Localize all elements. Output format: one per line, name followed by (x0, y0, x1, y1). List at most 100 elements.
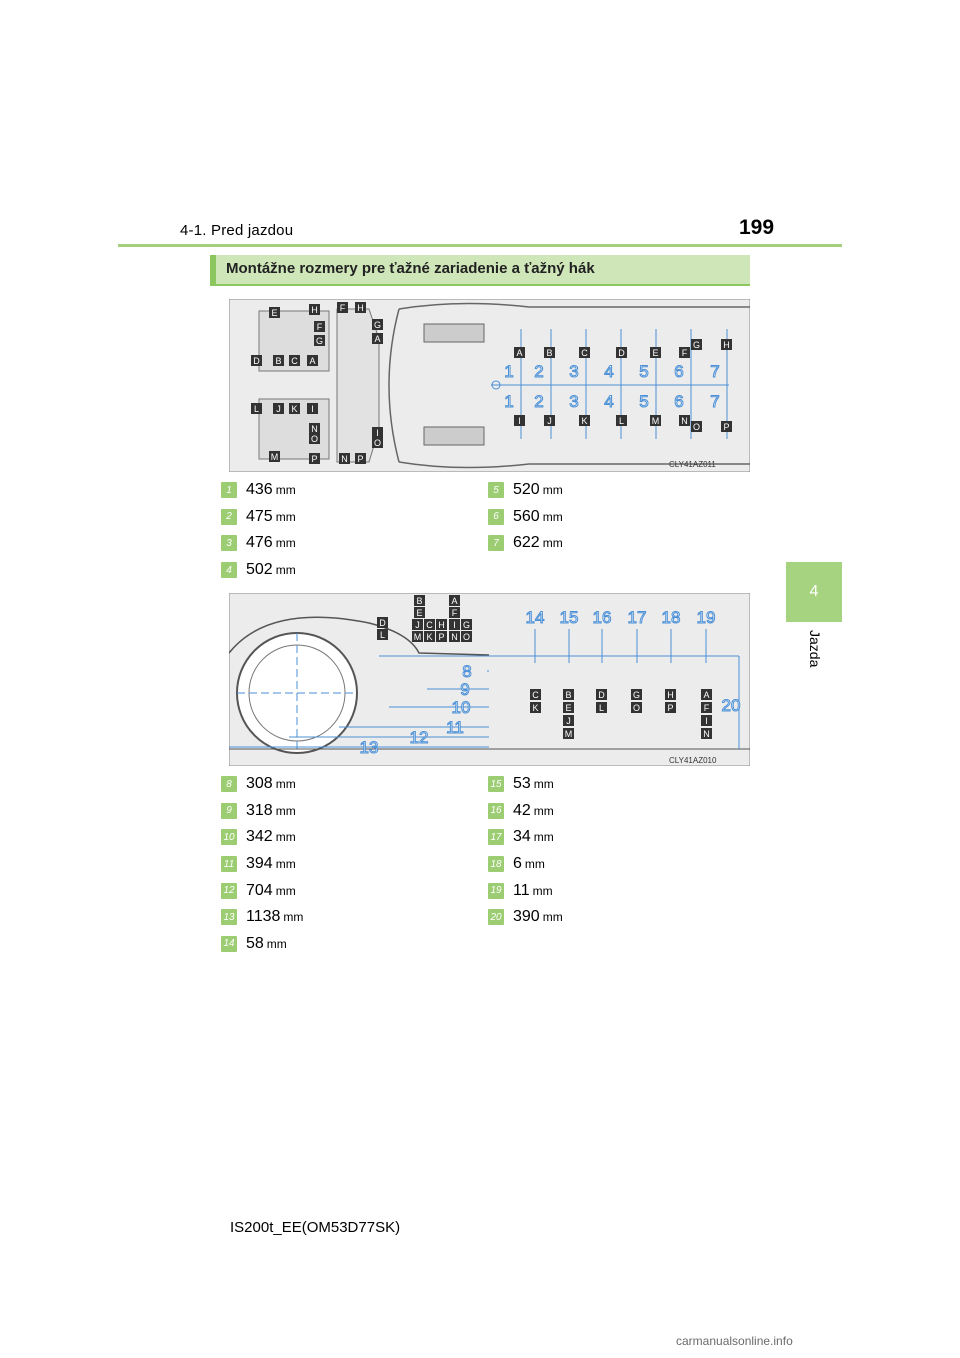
svg-text:L: L (380, 630, 385, 640)
dimension-number-bottom: 4 (604, 392, 614, 412)
spec-number-badge: 4 (221, 562, 237, 579)
column-letter: D (596, 689, 607, 700)
svg-text:M: M (271, 452, 279, 462)
side-number: 16 (592, 608, 612, 628)
spec-number-badge: 13 (221, 909, 237, 926)
spec-value: 394 (246, 855, 273, 873)
column-letter: P (665, 702, 676, 713)
spec-unit: mm (275, 509, 296, 524)
svg-text:I: I (453, 620, 456, 630)
svg-text:16: 16 (593, 608, 612, 627)
stack-letter: K (424, 631, 435, 642)
stack-letter: D (377, 617, 388, 628)
spec-value: 502 (246, 561, 273, 579)
svg-text:M: M (414, 632, 422, 642)
svg-text:6: 6 (674, 392, 683, 411)
svg-text:8: 8 (462, 662, 471, 681)
footer-code: IS200t_EE(OM53D77SK) (230, 1219, 401, 1236)
svg-text:O: O (374, 438, 381, 448)
letter-top: C (579, 347, 590, 358)
letter-top: B (544, 347, 555, 358)
svg-text:J: J (566, 716, 571, 726)
svg-text:G: G (693, 340, 700, 350)
spec-unit: mm (275, 830, 296, 845)
letter-bottom: I (514, 415, 525, 426)
svg-text:11: 11 (446, 718, 464, 737)
spec-unit: mm (275, 857, 296, 872)
svg-text:N: N (703, 729, 710, 739)
column-letter: B (563, 689, 574, 700)
page-number: 199 (739, 216, 775, 239)
letter-left-view: N (309, 423, 320, 434)
spec-value: 476 (246, 534, 273, 552)
letter-bottom: O (691, 421, 702, 432)
letter-left-view: J (273, 403, 284, 414)
svg-text:3: 3 (569, 392, 578, 411)
svg-text:E: E (416, 608, 422, 618)
letter-mid-view: O (372, 437, 383, 448)
dimension-number-top: 4 (604, 362, 614, 382)
svg-text:1: 1 (504, 362, 513, 381)
spec-unit: mm (275, 803, 296, 818)
svg-text:17: 17 (628, 608, 647, 627)
watermark: carmanualsonline.info (676, 1334, 793, 1348)
stack-letter: A (449, 595, 460, 606)
spec-number-badge: 7 (488, 535, 504, 552)
svg-text:D: D (618, 348, 625, 358)
svg-text:A: A (309, 356, 315, 366)
chapter-label: Jazda (807, 630, 823, 668)
svg-text:J: J (276, 404, 281, 414)
letter-left-view: L (251, 403, 262, 414)
column-letter: A (701, 689, 712, 700)
svg-text:D: D (379, 618, 386, 628)
svg-text:B: B (546, 348, 552, 358)
letter-left-view: O (309, 433, 320, 444)
letter-left-view: I (307, 403, 318, 414)
svg-text:G: G (374, 320, 381, 330)
stack-letter: F (449, 607, 460, 618)
spec-unit: mm (533, 830, 554, 845)
spec-value: 560 (513, 507, 540, 525)
horizontal-number: 9 (460, 680, 470, 700)
letter-top: E (650, 347, 661, 358)
svg-text:C: C (581, 348, 588, 358)
svg-text:O: O (633, 703, 640, 713)
svg-text:P: P (438, 632, 444, 642)
chapter-tab[interactable]: 4 (786, 562, 842, 622)
spec-number-badge: 3 (221, 535, 237, 552)
letter-top: F (679, 347, 690, 358)
letter-left-view: M (269, 451, 280, 462)
spec-number-badge: 1 (221, 482, 237, 499)
svg-text:D: D (598, 690, 605, 700)
svg-text:2: 2 (534, 392, 543, 411)
spec-number-badge: 11 (221, 856, 237, 873)
horizontal-number: 11 (446, 718, 465, 738)
spec-number-badge: 20 (488, 909, 504, 926)
spec-unit: mm (524, 857, 545, 872)
svg-text:B: B (275, 356, 281, 366)
svg-text:D: D (253, 356, 260, 366)
spec-number-badge: 10 (221, 829, 237, 846)
stack-letter: J (412, 619, 423, 630)
column-letter: G (631, 689, 642, 700)
svg-text:O: O (463, 632, 470, 642)
svg-text:E: E (271, 308, 277, 318)
spec-value: 11 (513, 881, 530, 899)
spec-number-badge: 19 (488, 882, 504, 899)
box-title-bar: Montážne rozmery pre ťažné zariadenie a … (210, 255, 750, 286)
spec-value: 436 (246, 481, 273, 499)
svg-text:G: G (463, 620, 470, 630)
svg-text:19: 19 (697, 608, 716, 627)
svg-text:C: C (426, 620, 433, 630)
svg-text:F: F (682, 348, 688, 358)
letter-left-view: E (269, 307, 280, 318)
svg-text:N: N (311, 424, 318, 434)
column-letter: E (563, 702, 574, 713)
dimension-number-bottom: 7 (710, 392, 720, 412)
